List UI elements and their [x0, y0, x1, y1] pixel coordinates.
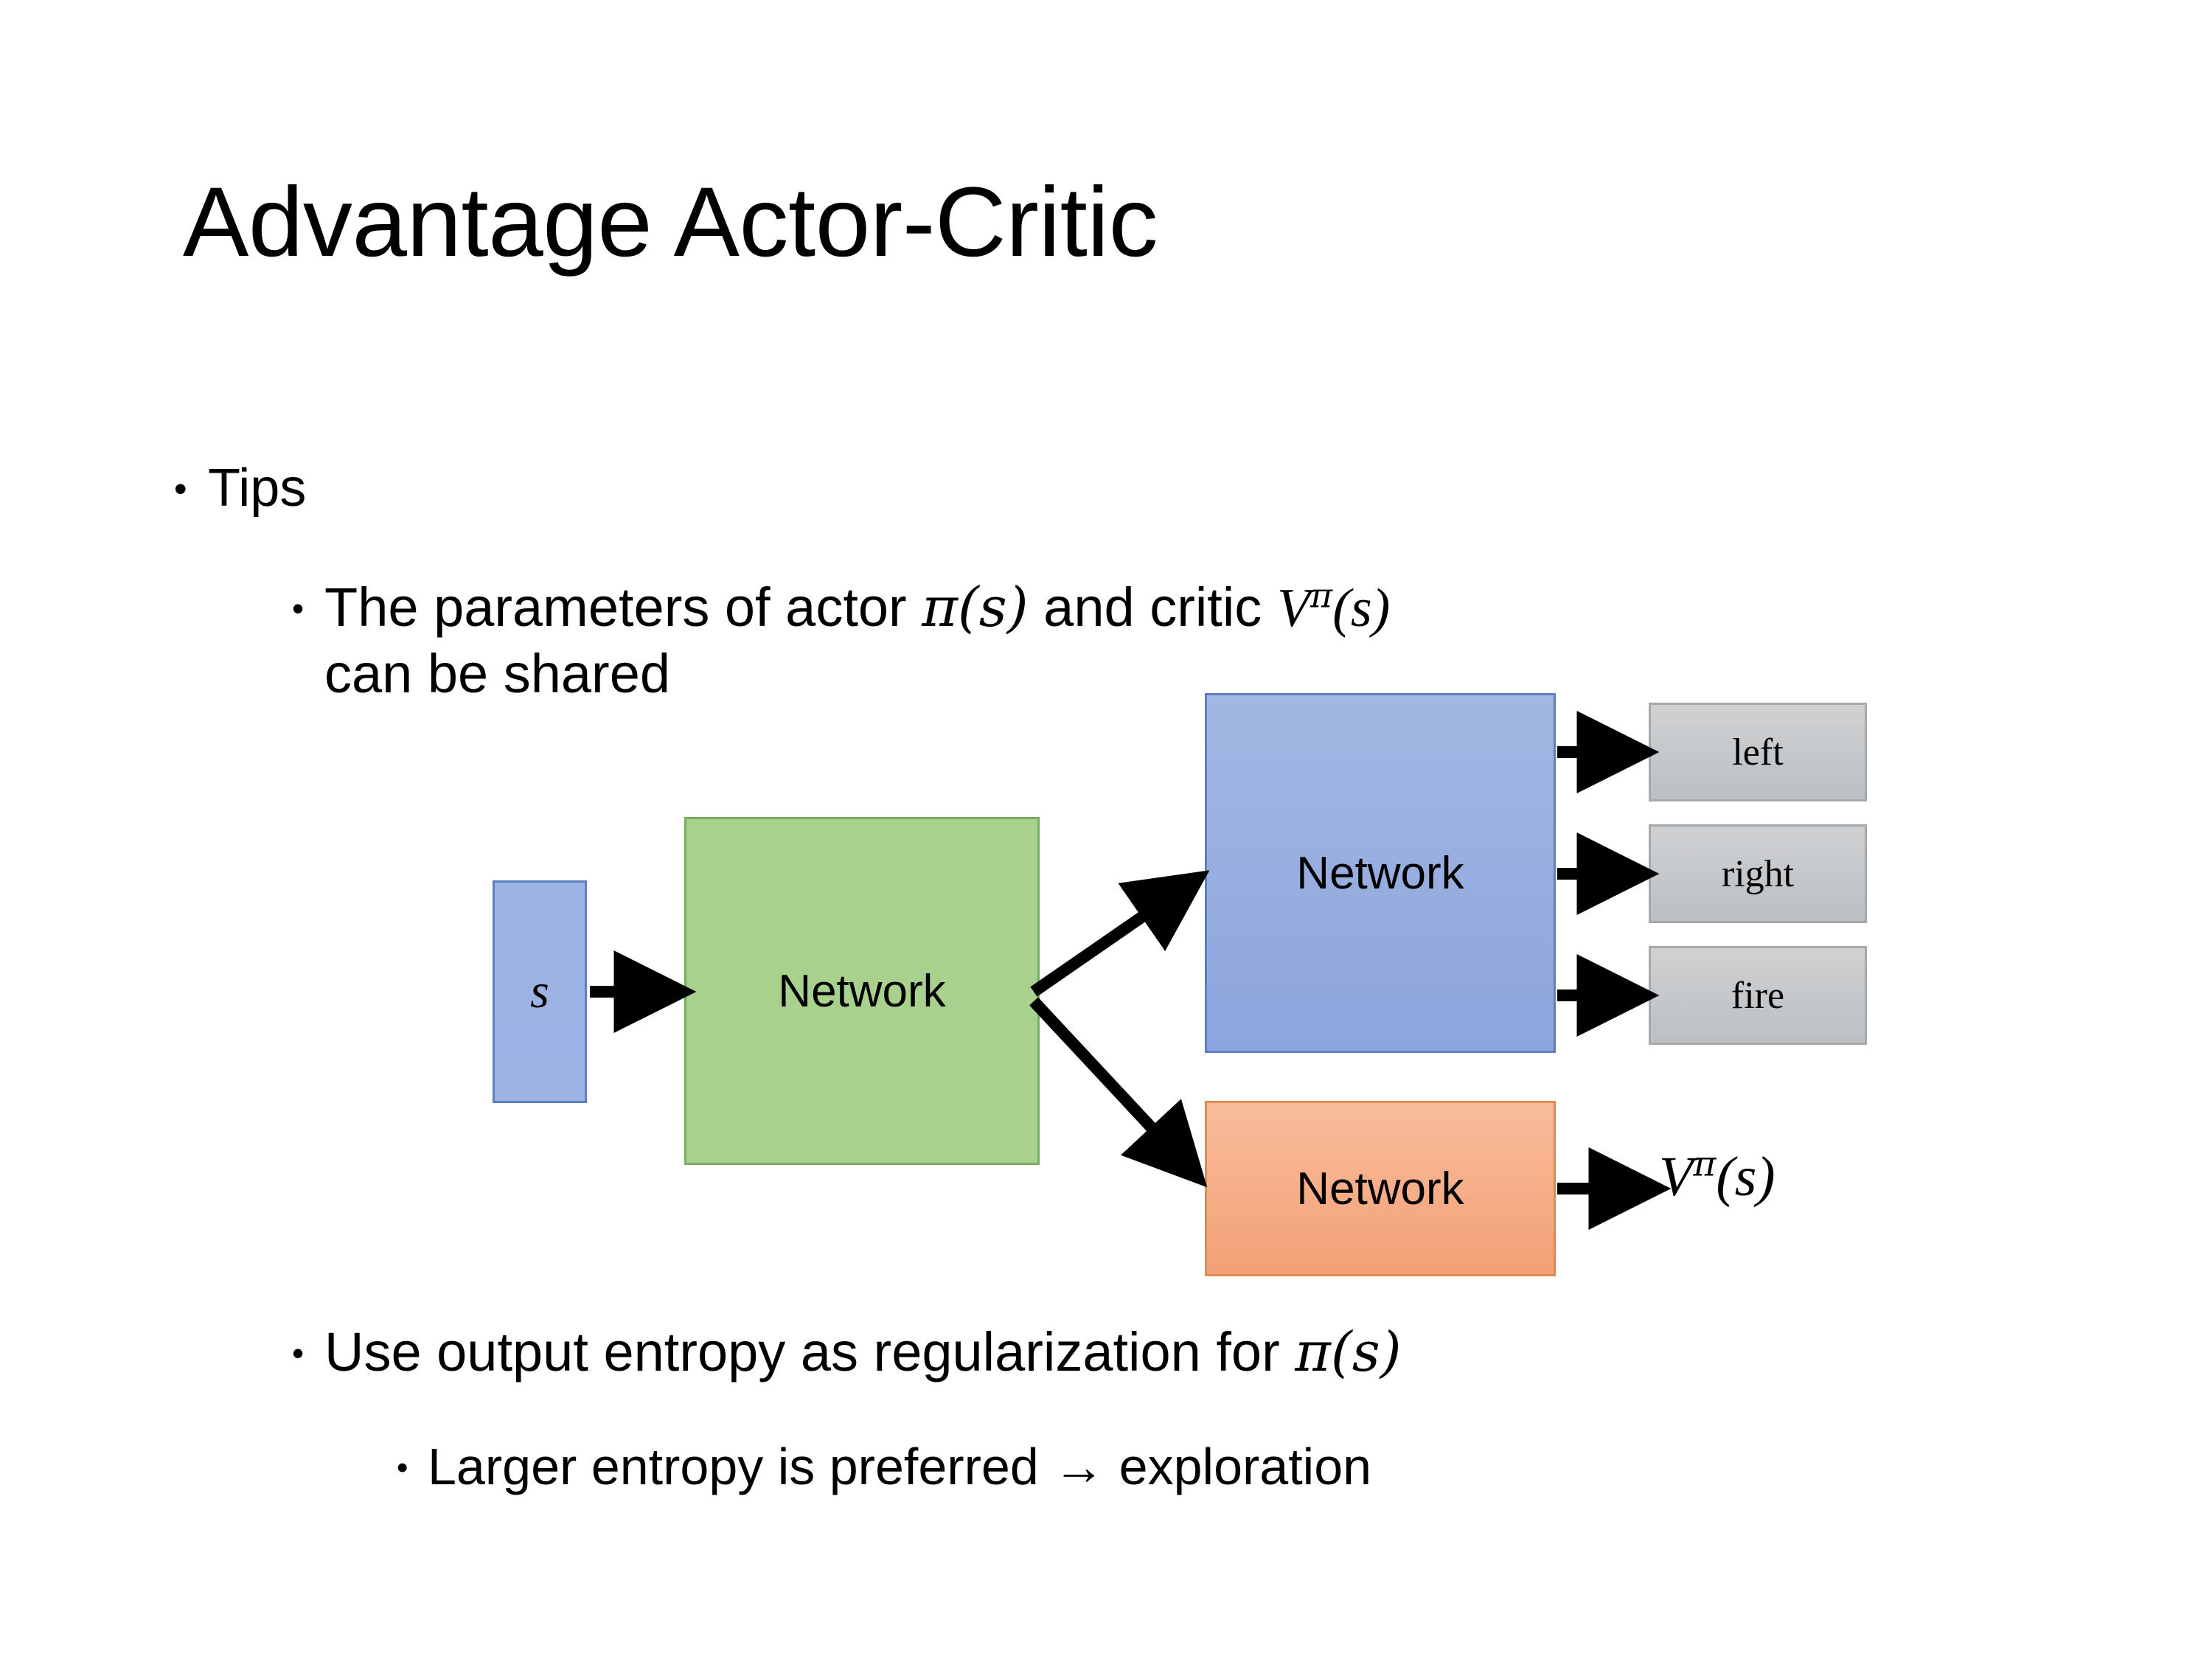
bullet-dot-icon: • — [292, 589, 305, 627]
input-state-box: s — [493, 880, 587, 1103]
bullet-dot-icon: • — [397, 1450, 408, 1486]
bullet-dot-icon: • — [292, 1334, 305, 1372]
critic-value-base-math: V — [1276, 578, 1311, 639]
entropy-text: Use output entropy as regularization for — [324, 1321, 1295, 1382]
actor-network-label: Network — [1296, 847, 1464, 899]
slide-title: Advantage Actor-Critic — [183, 167, 1158, 277]
action-output-fire-label: fire — [1731, 974, 1785, 1017]
arrow-shared-to-critic — [1029, 997, 1208, 1188]
critic-value-arg-math: (s) — [1332, 578, 1391, 639]
shared-text-line2: can be shared — [324, 642, 671, 704]
critic-value-superscript-math: π — [1310, 575, 1333, 616]
bullet-larger-entropy: • Larger entropy is preferred → explorati… — [397, 1436, 1371, 1498]
value-arg-math: (s) — [1716, 1146, 1775, 1208]
action-output-right-label: right — [1721, 852, 1795, 895]
shared-text-b: and critic — [1028, 577, 1277, 638]
action-output-fire: fire — [1649, 946, 1867, 1045]
bullet-tips: • Tips — [174, 459, 306, 518]
bullet-shared-parameters: • The parameters of actor π(s) and critic… — [292, 575, 2076, 707]
actor-network-box: Network — [1205, 693, 1556, 1053]
arrow-shared-to-actor — [1030, 870, 1210, 997]
value-function-output: Vπ(s) — [1659, 1144, 1775, 1209]
shared-text-a: The parameters of actor — [324, 577, 922, 638]
larger-entropy-label: Larger entropy is preferred → exploratio… — [428, 1438, 1372, 1495]
action-output-left: left — [1649, 703, 1867, 801]
bullet-dot-icon: • — [174, 468, 187, 509]
shared-network-box: Network — [684, 817, 1040, 1165]
critic-network-label: Network — [1296, 1163, 1464, 1214]
value-superscript-math: π — [1693, 1144, 1717, 1185]
action-output-left-label: left — [1732, 731, 1784, 773]
bullet-entropy-regularization: • Use output entropy as regularization fo… — [292, 1320, 1402, 1385]
critic-network-box: Network — [1205, 1101, 1556, 1276]
entropy-policy-math: π(s) — [1295, 1321, 1402, 1384]
shared-network-label: Network — [778, 965, 946, 1017]
bullet-tips-label: Tips — [208, 459, 307, 518]
actor-policy-math: π(s) — [922, 576, 1029, 639]
action-output-right: right — [1649, 824, 1867, 923]
input-state-label: s — [530, 964, 549, 1018]
value-base-math: V — [1659, 1146, 1694, 1208]
